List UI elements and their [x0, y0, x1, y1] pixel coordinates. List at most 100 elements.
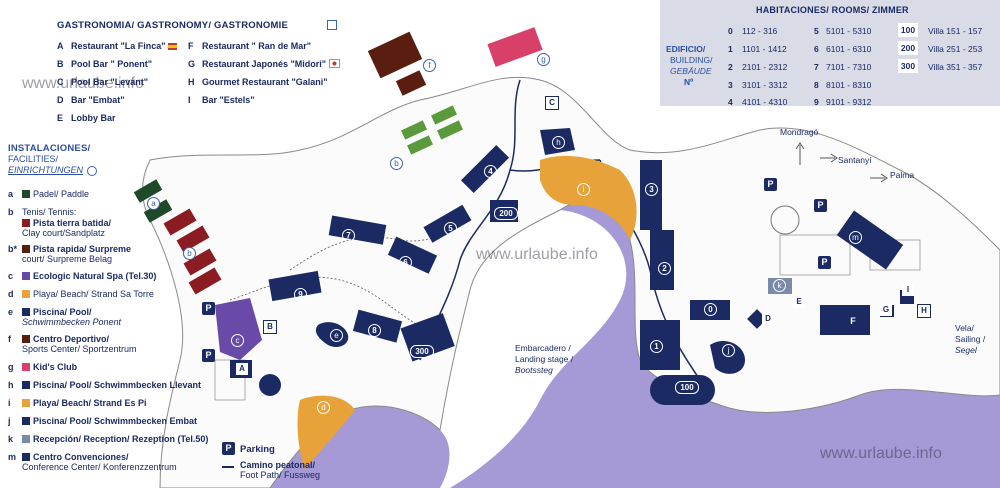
gastronomy-heading: GASTRONOMIA/ GASTRONOMY/ GASTRONOMIE [57, 20, 288, 31]
marker-gastro-I: I [902, 284, 914, 296]
spain-flag-icon [168, 43, 178, 50]
reception-swatch [22, 435, 30, 443]
fac-legend-b-star-2: court/ Surpreme Belag [22, 254, 112, 264]
room-num-100: 100 [898, 23, 918, 37]
label-landing-3: Bootssteg [515, 365, 553, 375]
gastro-label: Pool Bar " Ponent" [71, 59, 153, 69]
pool-embat [710, 340, 745, 374]
gastro-key: G [188, 59, 196, 69]
fac-label-2: Schwimmbecken Ponent [22, 317, 122, 327]
room-num-5: 5 [814, 26, 819, 36]
fac-label: Kid's Club [33, 362, 78, 372]
fac-label-2: court/ Surpreme Belag [22, 254, 113, 264]
marker-facility-m: m [849, 231, 862, 244]
facilities-heading-circle [87, 166, 97, 176]
sports-swatch [22, 335, 30, 343]
fac-legend-b: b Tenis/ Tennis: [8, 207, 76, 217]
fac-label: Playa/ Beach/ Strand Sa Torre [33, 289, 154, 299]
gastro-label: Restaurant "La Finca" [71, 41, 166, 51]
footpath [229, 219, 471, 331]
land-outline [142, 76, 1000, 488]
marker-facility-i: i [577, 183, 590, 196]
rooms-building-label-4: Nº [684, 77, 694, 87]
marker-building-6: 6 [399, 256, 412, 269]
marker-facility-g: g [537, 53, 550, 66]
marker-building-5: 5 [444, 222, 457, 235]
marker-facility-e: e [330, 329, 343, 342]
room-range-3: 3101 - 3312 [742, 80, 788, 90]
marker-facility-c: c [231, 334, 244, 347]
fac-key: m [8, 452, 17, 462]
parking-badge-2: P [202, 349, 215, 362]
watermark-top: www.urlaube.info [22, 75, 144, 92]
roundabout [770, 205, 800, 235]
room-num-1: 1 [728, 44, 733, 54]
room-num-8: 8 [814, 80, 819, 90]
fac-label: Tenis/ Tennis: [22, 207, 77, 217]
gastro-key: H [188, 77, 195, 87]
tennis-green-courts [401, 105, 463, 155]
fac-key: b* [8, 244, 17, 254]
beach-sa-torre [297, 395, 355, 470]
marker-facility-k: k [773, 279, 786, 292]
marker-building-4: 4 [484, 165, 497, 178]
room-range-0: 112 - 316 [742, 26, 778, 36]
tennis-clay-courts [163, 208, 222, 295]
beach-swatch [22, 399, 30, 407]
fac-key: e [8, 307, 14, 317]
marker-building-9: 9 [294, 288, 307, 301]
fac-label: Ecologic Natural Spa (Tel.30) [33, 271, 157, 281]
marker-building-2: 2 [658, 262, 671, 275]
fac-key: c [8, 271, 14, 281]
facilities-heading-1: INSTALACIONES/ [8, 143, 91, 154]
gastro-key: A [57, 41, 64, 51]
beach-es-pi [540, 155, 637, 240]
marker-gastro-E: E [793, 296, 805, 308]
fac-label: Padel/ Paddle [33, 189, 90, 199]
rooms-building-label-3: GEBÄUDE [670, 66, 712, 76]
room-num-3: 3 [728, 80, 733, 90]
room-range-9: 9101 - 9312 [826, 97, 872, 107]
marker-building-300: 300 [410, 345, 434, 358]
gastro-label: Restaurant Japonés "Midori" [202, 59, 327, 69]
fac-key: d [8, 289, 14, 299]
room-range-1: 1101 - 1412 [742, 44, 787, 54]
fac-label: Piscina/ Pool/ Schwimmbecken Embat [33, 416, 198, 426]
room-range-300: Villa 351 - 357 [928, 62, 983, 72]
marker-building-0: 0 [704, 303, 717, 316]
parking-badge-5: P [818, 256, 831, 269]
fac-key: b [8, 207, 14, 217]
kids-swatch [22, 363, 30, 371]
room-num-200: 200 [898, 41, 918, 55]
gastro-label: Bar "Embat" [71, 95, 125, 105]
marker-facility-d: d [317, 401, 330, 414]
gastro-legend-G: G Restaurant Japonés "Midori" [188, 59, 340, 69]
marker-building-7: 7 [342, 229, 355, 242]
fac-legend-b-clay-2: Clay court/Sandplatz [22, 228, 105, 238]
parking-badge-3: P [764, 178, 777, 191]
fac-legend-b-star: b*Pista rapida/ Surpreme [8, 244, 131, 254]
watermark-bottom: www.urlaube.info [820, 445, 942, 462]
rooms-heading: HABITACIONES/ ROOMS/ ZIMMER [756, 5, 909, 15]
fac-key: g [8, 362, 14, 372]
marker-building-8: 8 [368, 324, 381, 337]
gastro-key: F [188, 41, 194, 51]
rooms-building-label-1: EDIFICIO/ [666, 44, 706, 54]
gastro-key: C [57, 77, 64, 87]
fac-legend-e-2: Schwimmbecken Ponent [22, 317, 121, 327]
fac-label: Piscina/ Pool/ [33, 307, 92, 317]
room-num-0: 0 [728, 26, 733, 36]
room-range-4: 4101 - 4310 [742, 97, 788, 107]
road-arrows [795, 142, 888, 183]
fac-label: Recepción/ Reception/ Rezeption (Tel.50) [33, 434, 209, 444]
marker-building-100: 100 [675, 381, 699, 394]
marker-building-1: 1 [650, 340, 663, 353]
fac-legend-b-clay: Pista tierra batida/ [22, 218, 111, 228]
marker-facility-h: h [552, 136, 565, 149]
